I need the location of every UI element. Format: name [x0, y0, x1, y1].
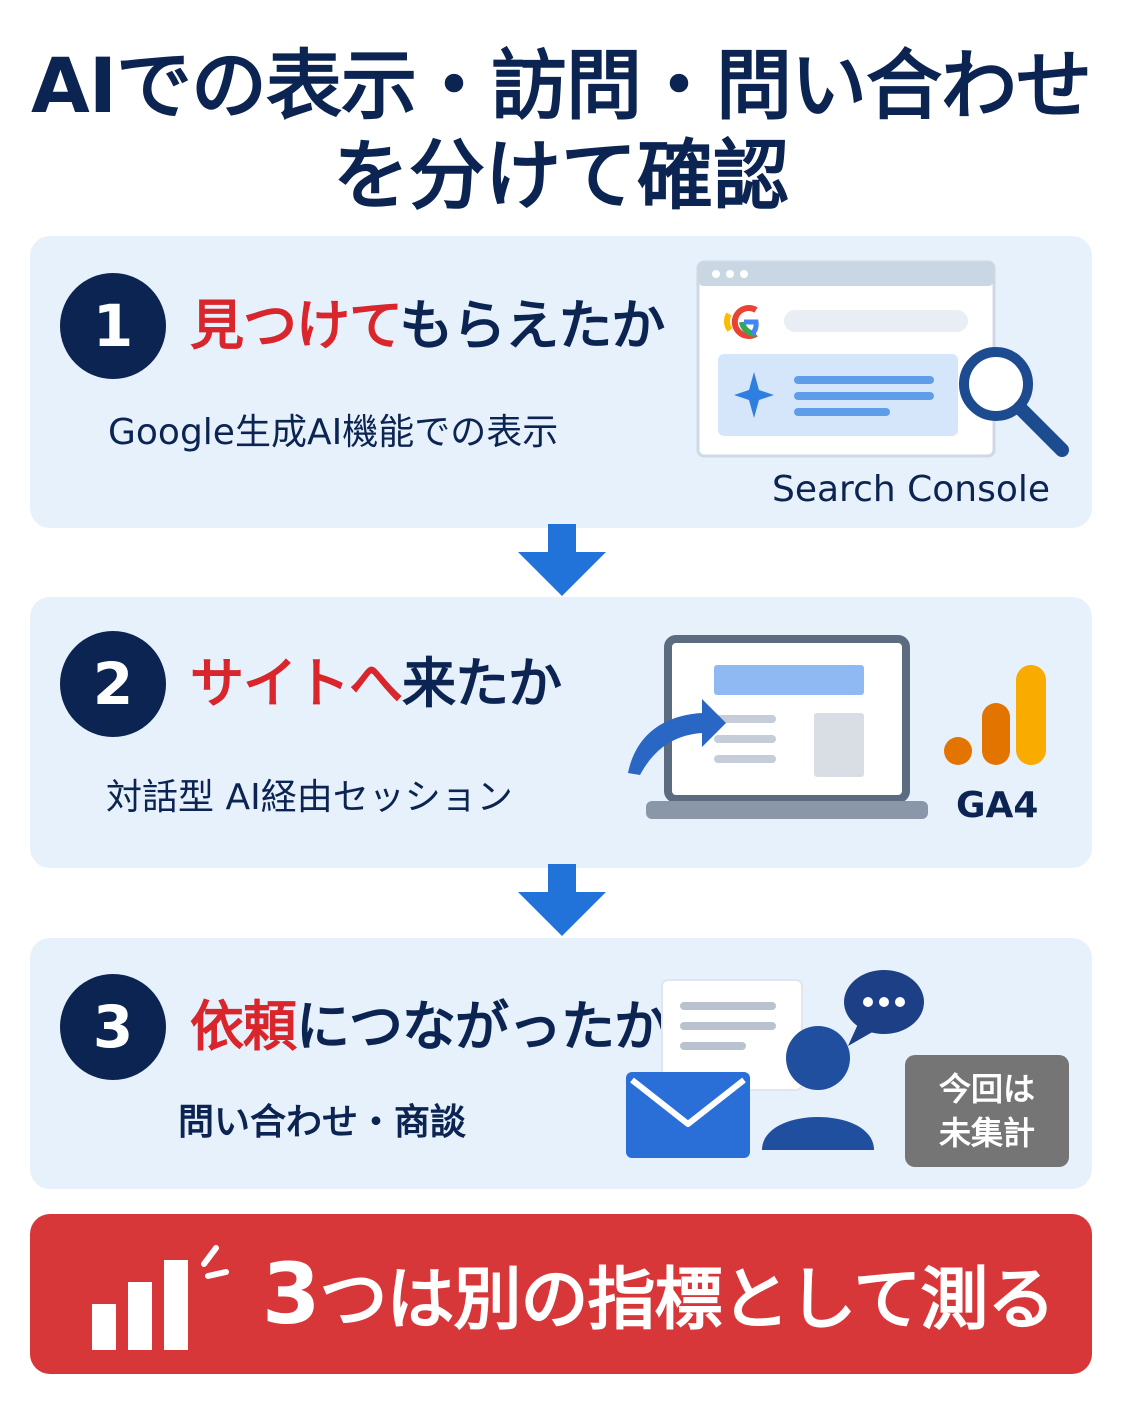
conclusion-rest: つは別の指標として測る [319, 1261, 1055, 1340]
step-subtitle: 問い合わせ・商談 [178, 1102, 467, 1143]
step-heading-rest: につながったか [296, 995, 668, 1058]
step-number-badge: 2 [60, 631, 166, 737]
google-g-icon [723, 305, 759, 339]
step-number-badge: 3 [60, 974, 166, 1080]
step-subtitle: 対話型 AI経由セッション [106, 777, 513, 818]
person-icon [762, 1026, 874, 1150]
step-heading: 見つけてもらえたか [190, 291, 665, 361]
step-heading-highlight: 依頼 [190, 995, 297, 1058]
envelope-icon [626, 1072, 750, 1158]
badge-line-1: 今回は [938, 1070, 1035, 1108]
conclusion-banner: 3つは別の指標として測る [30, 1214, 1092, 1374]
step-heading: サイトへ来たか [190, 649, 562, 719]
sparkle-icon [734, 372, 774, 418]
not-counted-badge: 今回は 未集計 [905, 1055, 1069, 1167]
step-card-2: 2 サイトへ来たか 対話型 AI経由セッション GA4 [30, 597, 1092, 868]
page-title-line-2: を分けて確認 [333, 131, 789, 220]
curved-arrow-icon [628, 699, 726, 775]
browser-window-icon [696, 260, 1069, 458]
step-subtitle: Google生成AI機能での表示 [108, 412, 559, 453]
tool-label: GA4 [956, 785, 1039, 826]
badge-line-2: 未集計 [938, 1114, 1035, 1152]
step-card-3: 3 依頼につながったか 問い合わせ・商談 今回は 未集計 [30, 938, 1092, 1189]
laptop-icon [628, 635, 928, 819]
down-arrow-icon [518, 524, 606, 596]
step-heading-highlight: サイトへ [190, 652, 403, 715]
ga4-bars-icon [944, 665, 1046, 765]
conclusion-lead-number: 3 [262, 1245, 320, 1343]
step-card-1: 1 見つけてもらえたか Google生成AI機能での表示 Search Cons… [30, 236, 1092, 528]
contact-illustration [626, 970, 924, 1158]
conclusion-text: 3つは別の指標として測る [262, 1252, 1055, 1343]
step-heading-highlight: 見つけて [190, 294, 400, 357]
bar-chart-icon [92, 1245, 229, 1350]
magnifier-icon [959, 347, 1069, 457]
chat-bubble-icon [844, 970, 924, 1046]
down-arrow-icon [518, 864, 606, 936]
tool-label: Search Console [772, 469, 1051, 510]
step-number-badge: 1 [60, 273, 166, 379]
step-heading-rest: 来たか [402, 652, 562, 715]
step-heading-rest: もらえたか [399, 294, 665, 357]
page-title-line-1: AIでの表示・訪問・問い合わせ [30, 41, 1092, 130]
step-heading: 依頼につながったか [190, 992, 668, 1062]
